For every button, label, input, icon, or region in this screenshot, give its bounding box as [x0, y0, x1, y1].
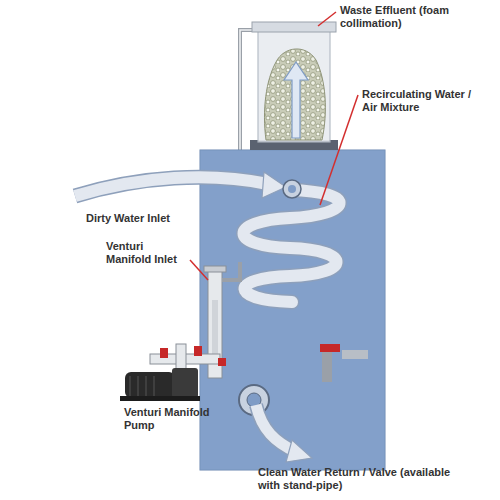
callout-label: Venturi Manifold Inlet — [106, 240, 190, 266]
callout-label: Dirty Water Inlet — [86, 212, 196, 225]
callout-label: Clean Water Return / Valve (available wi… — [258, 466, 458, 492]
callout-label: Recirculating Water / Air Mixture — [362, 88, 477, 114]
callout-label: Venturi Manifold Pump — [124, 406, 210, 432]
callout-label: Waste Effluent (foam collimation) — [340, 4, 470, 30]
